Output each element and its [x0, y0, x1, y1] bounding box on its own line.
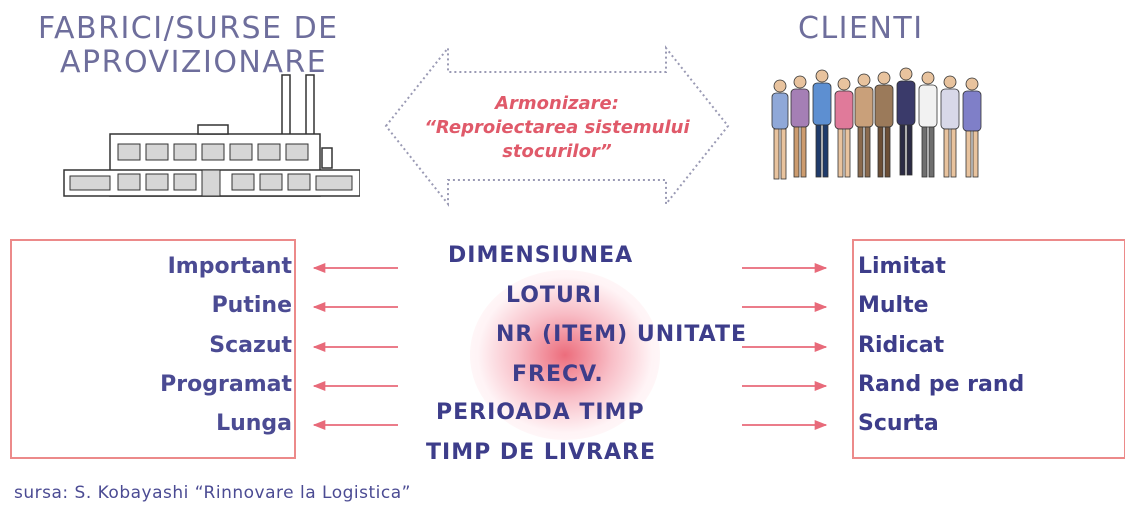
center-label-1: DIMENSIUNEA [448, 243, 634, 268]
left-item-2: Putine [211, 293, 292, 318]
left-box [10, 239, 296, 459]
arrow-text-line-1: Armonizare: [495, 93, 619, 114]
right-item-2: Multe [858, 293, 929, 318]
factory-icon [63, 74, 360, 197]
center-label-6: TIMP DE LIVRARE [426, 440, 656, 465]
source-note: sursa: S. Kobayashi “Rinnovare la Logist… [14, 483, 411, 503]
center-label-5: PERIOADA TIMP [436, 400, 645, 425]
left-item-3: Scazut [209, 333, 292, 358]
right-title: CLIENTI [798, 11, 924, 46]
arrow-text-line-2: “Reproiectarea sistemului [424, 117, 690, 138]
right-item-3: Ridicat [858, 333, 945, 358]
arrow-text-line-3: stocurilor” [502, 141, 612, 162]
arrow-text: Armonizare: “Reproiectarea sistemului st… [392, 92, 722, 164]
left-item-4: Programat [160, 372, 292, 397]
right-item-5: Scurta [858, 411, 939, 436]
left-title-line-1: FABRICI/SURSE DE [38, 11, 339, 46]
right-item-1: Limitat [858, 254, 946, 279]
left-item-5: Lunga [216, 411, 292, 436]
people-icon [771, 67, 982, 180]
center-label-4: FRECV. [512, 362, 604, 387]
center-blur-blob [470, 270, 660, 440]
left-title-line-2: APROVIZIONARE [60, 45, 328, 80]
center-label-3: NR (ITEM) UNITATE [496, 322, 748, 347]
double-arrow-icon [384, 45, 730, 207]
right-item-4: Rand pe rand [858, 372, 1025, 397]
left-title: FABRICI/SURSE DE APROVIZIONARE [38, 12, 339, 80]
left-item-1: Important [167, 254, 292, 279]
center-label-2: LOTURI [506, 283, 602, 308]
